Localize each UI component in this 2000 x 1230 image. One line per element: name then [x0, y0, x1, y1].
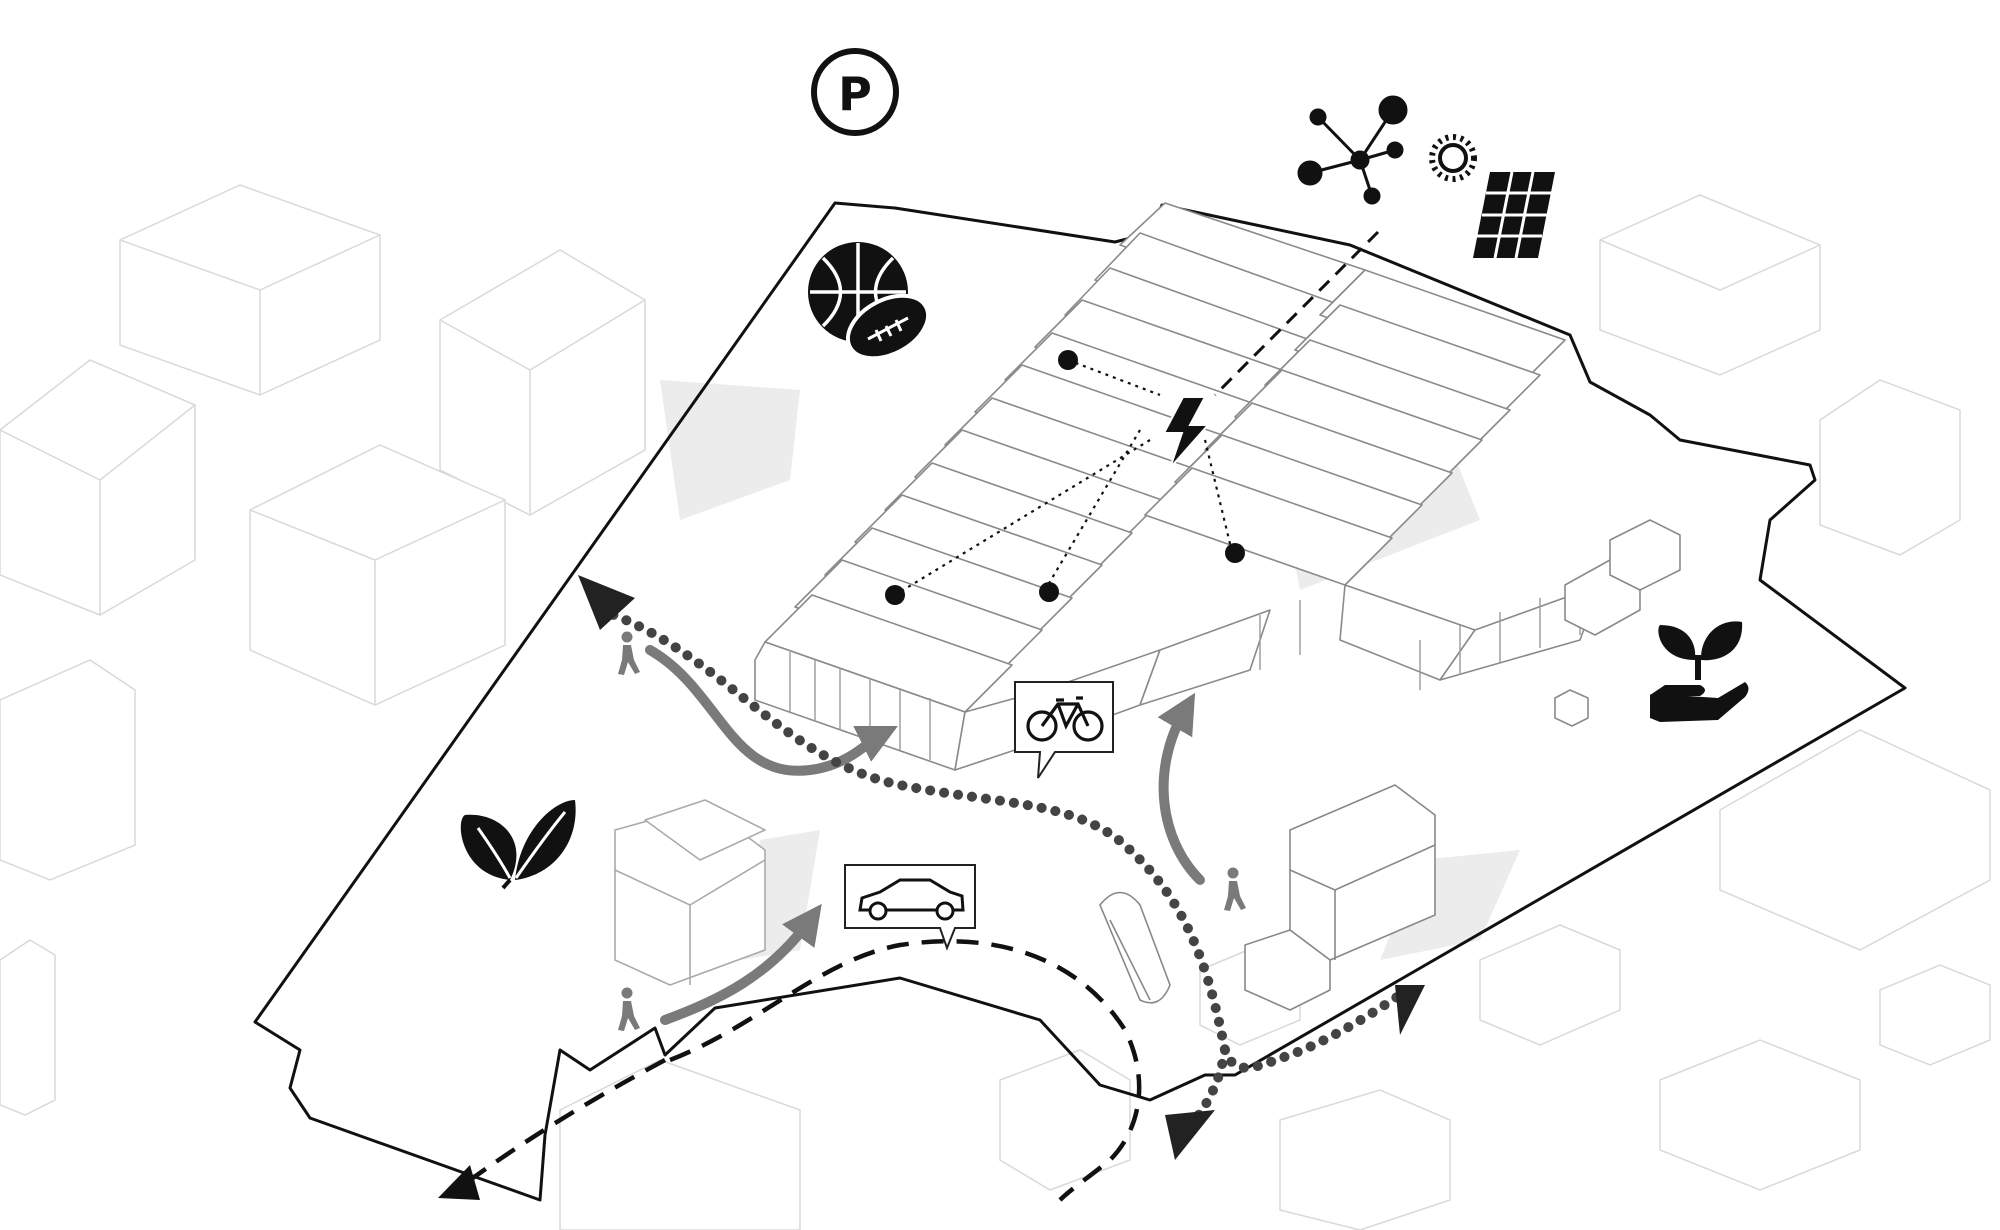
car-icon: [858, 878, 965, 921]
context-building: [999, 1049, 1131, 1191]
pedestrian-flows: [645, 645, 1205, 1025]
context-building: [1879, 964, 1991, 1066]
lightning-bolt-icon: [1162, 396, 1211, 469]
small-outbuildings: [1554, 519, 1681, 727]
pedestrian-icon: [1224, 867, 1246, 911]
leaves-icon: [460, 800, 576, 890]
bike-route-arrowhead: [1395, 985, 1425, 1035]
energy-node: [1058, 350, 1078, 370]
car-route-arrowhead: [438, 1165, 480, 1200]
context-building: [1279, 1089, 1451, 1230]
car-callout: [844, 864, 976, 951]
car-route: [468, 1058, 667, 1182]
energy-network: [894, 358, 1234, 596]
bike-route: [1190, 1045, 1230, 1125]
energy-node: [1225, 543, 1245, 563]
west-building: [614, 799, 766, 986]
context-building: [0, 659, 136, 881]
east-building: [1244, 784, 1436, 1011]
context-building: [249, 444, 506, 706]
main-hall: [754, 202, 1681, 771]
context-building: [439, 249, 646, 516]
hall-roofs-west: [764, 202, 1366, 713]
flow-arrow: [1157, 692, 1205, 885]
pedestrian-icon: [618, 987, 640, 1031]
context-building: [0, 939, 56, 1116]
plant-in-hand-icon: [1650, 621, 1749, 722]
bike-route-arrowhead: [578, 575, 635, 630]
sports-balls-icon: [808, 242, 931, 361]
context-building: [1719, 729, 1991, 951]
site-boundary: [253, 201, 1907, 1202]
flow-arrow: [660, 903, 822, 1025]
energy-node: [1039, 582, 1059, 602]
bicycle-icon: [1026, 696, 1104, 742]
context-building: [119, 184, 381, 396]
car-route: [669, 938, 1142, 1202]
pedestrian-icon: [618, 631, 640, 675]
flow-arrow: [645, 645, 898, 776]
context-building: [0, 359, 196, 616]
context-building: [1479, 924, 1621, 1046]
hall-roofs-east: [1144, 269, 1566, 586]
context-building: [1819, 379, 1961, 556]
parking-label: P: [838, 67, 872, 121]
context-buildings: [0, 184, 1991, 1230]
parking-icon: P: [811, 48, 899, 136]
bike-route-arrowhead: [1165, 1110, 1215, 1160]
bike-callout: [1014, 681, 1114, 779]
context-building: [559, 1059, 801, 1230]
context-building: [1599, 194, 1821, 376]
bike-route: [595, 605, 1405, 1073]
energy-nodes: [885, 350, 1245, 605]
sun-icon: [1429, 134, 1477, 182]
network-icon: [1297, 95, 1408, 205]
energy-node: [885, 585, 905, 605]
energy-feed-line: [1213, 230, 1380, 397]
solar-panel-icon: [1473, 171, 1555, 259]
context-building: [1659, 1039, 1861, 1191]
pavilion: [1099, 891, 1171, 1004]
